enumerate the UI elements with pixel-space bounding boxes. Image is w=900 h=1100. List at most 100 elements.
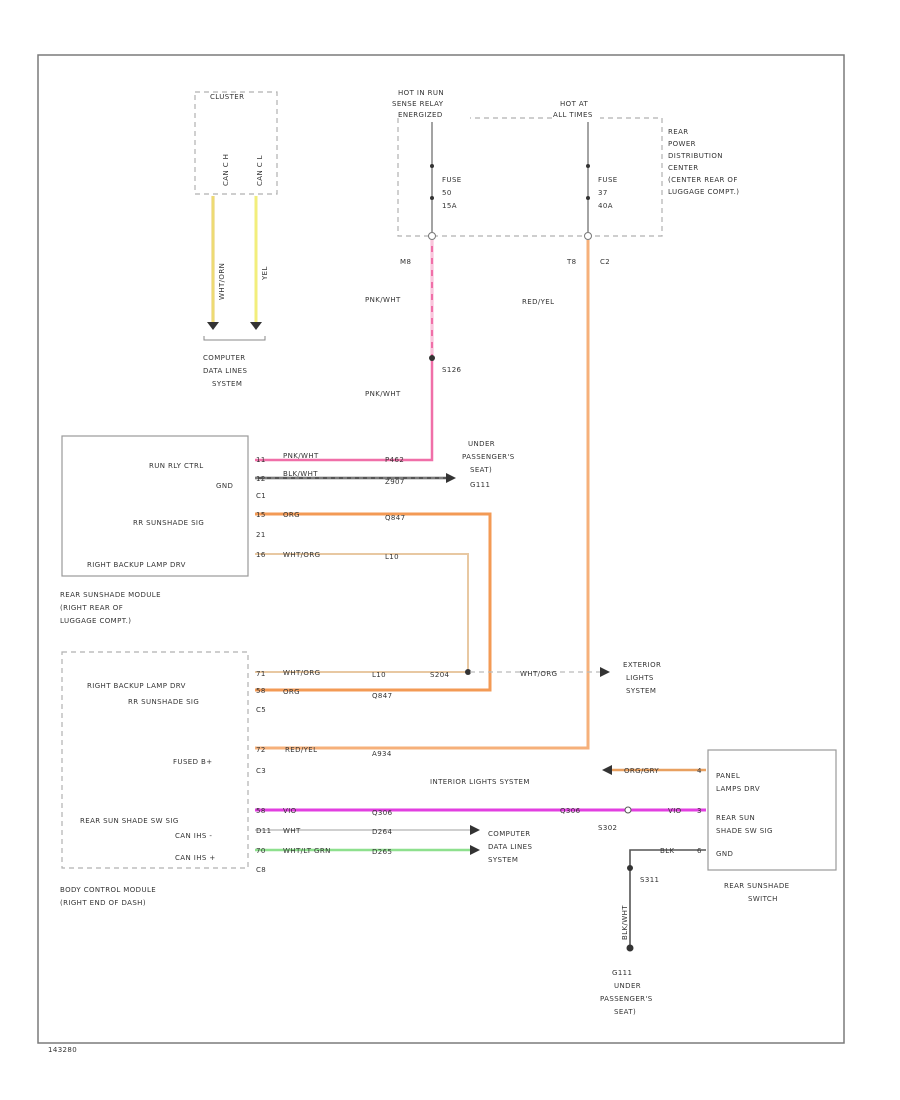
- switch-pin-num-1: 4: [697, 767, 702, 775]
- label-wht: WHT: [283, 827, 301, 835]
- bcm-name-1: BODY CONTROL MODULE: [60, 886, 156, 894]
- label-pnk-wht-3: PNK/WHT: [283, 452, 319, 460]
- label-pnk-wht-1: PNK/WHT: [365, 296, 401, 304]
- label-l10-bcm: L10: [372, 671, 386, 679]
- rsm-pin-4: RIGHT BACKUP LAMP DRV: [87, 561, 186, 569]
- label-wht-org-ext: WHT/ORG: [520, 670, 557, 678]
- cluster-wire-1: WHT/ORN: [218, 263, 226, 300]
- bcm-box: [61, 651, 249, 869]
- rsm-name-2: (RIGHT REAR OF: [60, 604, 123, 612]
- ground-node: [626, 944, 634, 952]
- label-red-yel: RED/YEL: [522, 298, 554, 306]
- can-dest-3: SYSTEM: [488, 856, 518, 864]
- label-s126: S126: [442, 366, 462, 374]
- ext-lights-3: SYSTEM: [626, 687, 656, 695]
- rsm-pin-num-5: 21: [256, 531, 266, 539]
- label-d264: D264: [372, 828, 392, 836]
- cluster-pin-2: CAN C L: [256, 155, 264, 186]
- arrow-right-icon: [470, 825, 480, 835]
- label-l10-rsm: L10: [385, 553, 399, 561]
- rpdc-pin-1: M8: [400, 258, 411, 266]
- switch-pin-1: PANEL: [716, 772, 740, 780]
- switch-box: [707, 749, 837, 871]
- body-control-module: RIGHT BACKUP LAMP DRV RR SUNSHADE SIG FU…: [60, 651, 271, 907]
- label-q847-rsm: Q847: [385, 514, 405, 522]
- label-s204: S204: [430, 671, 450, 679]
- label-q306-bcm: Q306: [372, 809, 393, 817]
- switch-name-1: REAR SUNSHADE: [724, 882, 789, 890]
- label-int-lights: INTERIOR LIGHTS SYSTEM: [430, 778, 530, 786]
- bcm-pin-3: FUSED B+: [173, 758, 213, 766]
- fuse-50-l3: 15A: [442, 202, 457, 210]
- label-org-gry: ORG/GRY: [624, 767, 659, 775]
- fuse-50-l1: FUSE: [442, 176, 462, 184]
- arrow-left-icon: [602, 765, 612, 775]
- connector-pin: [428, 232, 436, 240]
- cluster: CLUSTER CAN C H CAN C L WHT/ORN YEL COMP…: [194, 91, 278, 388]
- label-a934: A934: [372, 750, 392, 758]
- arrow-down-icon: [207, 322, 219, 330]
- rear-sunshade-switch: PANEL LAMPS DRV REAR SUN SHADE SW SIG GN…: [697, 749, 837, 903]
- rsm-pin-num-3: C1: [256, 492, 266, 500]
- wire-pnk-wht: [255, 240, 434, 462]
- gnd-under-2: PASSENGER'S: [462, 453, 515, 461]
- rsm-pin-num-1: 11: [256, 456, 266, 464]
- rsm-pin-1: RUN RLY CTRL: [149, 462, 204, 470]
- bcm-pin-6: CAN IHS +: [175, 854, 216, 862]
- cluster-pin-1: CAN C H: [222, 154, 230, 186]
- ext-lights-1: EXTERIOR: [623, 661, 661, 669]
- rpdc-conn-2: C2: [600, 258, 610, 266]
- hot-all-1: HOT AT: [560, 100, 589, 108]
- label-wht-org-rsm: WHT/ORG: [283, 551, 320, 559]
- inline-connector: [624, 806, 632, 814]
- label-blk-wht: BLK/WHT: [283, 470, 318, 478]
- rsm-pin-3: RR SUNSHADE SIG: [133, 519, 204, 527]
- label-wht-ltgrn: WHT/LT GRN: [283, 847, 331, 855]
- fuse-37-l3: 40A: [598, 202, 613, 210]
- ext-lights-2: LIGHTS: [626, 674, 654, 682]
- rsm-name-1: REAR SUNSHADE MODULE: [60, 591, 161, 599]
- label-s302: S302: [598, 824, 617, 832]
- arrow-down-icon: [250, 322, 262, 330]
- arrow-right-icon: [600, 667, 610, 677]
- connector-pin: [584, 232, 592, 240]
- rsm-name-3: LUGGAGE COMPT.): [60, 617, 131, 625]
- diagram-frame: [37, 54, 845, 1044]
- gnd-bottom-3: PASSENGER'S: [600, 995, 653, 1003]
- rpdc-name-1: REAR: [668, 128, 689, 136]
- wire-org: [255, 512, 492, 692]
- gnd-bottom-4: SEAT): [614, 1008, 636, 1016]
- fuse-37-l2: 37: [598, 189, 608, 197]
- rsm-pin-num-2: 12: [256, 475, 266, 483]
- label-blk-vert: BLK/WHT: [621, 905, 629, 940]
- gnd-under-3: SEAT): [470, 466, 492, 474]
- label-q306-mid: Q306: [560, 807, 581, 815]
- label-pnk-wht-2: PNK/WHT: [365, 390, 401, 398]
- bus-node: [586, 196, 590, 200]
- wire-wht-org: [255, 553, 469, 673]
- splice-node: [465, 669, 471, 675]
- hot-all-2: ALL TIMES: [553, 111, 593, 119]
- hot-run-1: HOT IN RUN: [398, 89, 444, 97]
- rsm-pin-num-6: 16: [256, 551, 266, 559]
- rpdc-pin-2: T8: [566, 258, 577, 266]
- cluster-title: CLUSTER: [210, 93, 244, 101]
- gnd-under-4: G111: [470, 481, 490, 489]
- bcm-pin-num-2: 58: [256, 687, 266, 695]
- splice-node: [627, 865, 633, 871]
- can-dest-2: DATA LINES: [488, 843, 532, 851]
- label-d265: D265: [372, 848, 392, 856]
- bcm-name-2: (RIGHT END OF DASH): [60, 899, 146, 907]
- hot-run-3: ENERGIZED: [398, 111, 443, 119]
- rear-sunshade-module: RUN RLY CTRL GND RR SUNSHADE SIG RIGHT B…: [60, 435, 266, 625]
- bcm-pin-num-8: 70: [256, 847, 266, 855]
- rpdc-box: [397, 117, 663, 237]
- rear-power-distribution-center: HOT IN RUN SENSE RELAY ENERGIZED HOT AT …: [392, 89, 739, 266]
- cluster-dest-2: DATA LINES: [203, 367, 247, 375]
- bus-node: [430, 196, 434, 200]
- bcm-pin-num-9: C8: [256, 866, 266, 874]
- gnd-bottom-2: UNDER: [614, 982, 641, 990]
- cluster-dest-3: SYSTEM: [212, 380, 242, 388]
- bcm-pin-num-6: 58: [256, 807, 266, 815]
